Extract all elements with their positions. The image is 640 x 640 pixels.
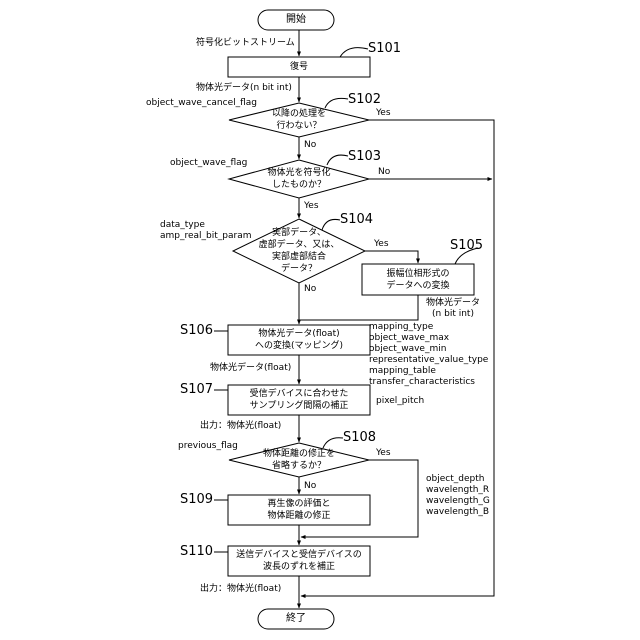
s110-text: 送信デバイスと受信デバイスの 波長のずれを補正: [236, 549, 361, 573]
s110-id: S110: [180, 545, 213, 559]
s101-leader: [340, 48, 368, 57]
connector-s105-s106: [299, 295, 418, 320]
s102-leader: [325, 98, 348, 108]
s103-yes-label: Yes: [304, 201, 319, 212]
s108-yes-label: Yes: [376, 448, 391, 459]
start-label: 開始: [286, 14, 306, 26]
connector-s104-s105: [365, 251, 418, 263]
s107-id: S107: [180, 383, 213, 397]
flag-object-label: object_wave_flag: [170, 158, 247, 169]
s109-text: 再生像の評価と 物体距離の修正: [267, 498, 330, 522]
s105-id: S105: [450, 239, 483, 253]
bitstream-label: 符号化ビットストリーム: [196, 38, 295, 49]
s103-leader: [327, 155, 348, 165]
s104-yes-label: Yes: [374, 239, 389, 250]
after-decode-label: 物体光データ(n bit int): [196, 83, 292, 94]
s101-text: 復号: [290, 61, 308, 73]
s104-no-label: No: [304, 284, 316, 295]
s108-no-label: No: [304, 481, 316, 492]
output-2-label: 出力：物体光(float): [200, 584, 281, 595]
end-label: 終了: [286, 613, 306, 625]
after-s106-label: 物体光データ(float): [210, 363, 291, 374]
wavelength-params-label: object_depth wavelength_R wavelength_G w…: [426, 474, 490, 518]
s107-text: 受信デバイスに合わせた サンプリング間隔の補正: [250, 388, 349, 412]
s103-id: S103: [348, 150, 381, 164]
s102-no-label: No: [304, 140, 316, 151]
s103-no-label: No: [378, 167, 390, 178]
s108-leader: [323, 438, 343, 448]
s108-text: 物体距離の修正を 省略するか？: [263, 448, 335, 472]
s108-id: S108: [343, 431, 376, 445]
s105-text: 振幅位相形式の データへの変換: [386, 268, 449, 292]
s102-text: 以降の処理を 行わない？: [272, 108, 326, 132]
s102-yes-label: Yes: [376, 108, 391, 119]
output-1-label: 出力：物体光(float): [200, 421, 281, 432]
s101-id: S101: [368, 42, 401, 56]
s109-id: S109: [180, 493, 213, 507]
mapping-params-label: mapping_type object_wave_max object_wave…: [369, 322, 488, 388]
flag-cancel-label: object_wave_cancel_flag: [146, 98, 257, 109]
s106-text: 物体光データ(float) への変換(マッピング): [255, 328, 343, 352]
s104-id: S104: [340, 213, 373, 227]
previous-flag-label: previous_flag: [178, 441, 238, 452]
s104-text: 実部データ、 虚部データ、又は、 実部虚部結合 データ？: [259, 227, 340, 275]
pixel-pitch-label: pixel_pitch: [376, 396, 424, 407]
after-s105-label: 物体光データ (n bit int): [426, 298, 480, 320]
s102-id: S102: [348, 93, 381, 107]
s103-text: 物体光を符号化 したものか？: [267, 167, 330, 191]
s104-params-label: data_type amp_real_bit_param: [160, 220, 252, 242]
s106-id: S106: [180, 324, 213, 338]
